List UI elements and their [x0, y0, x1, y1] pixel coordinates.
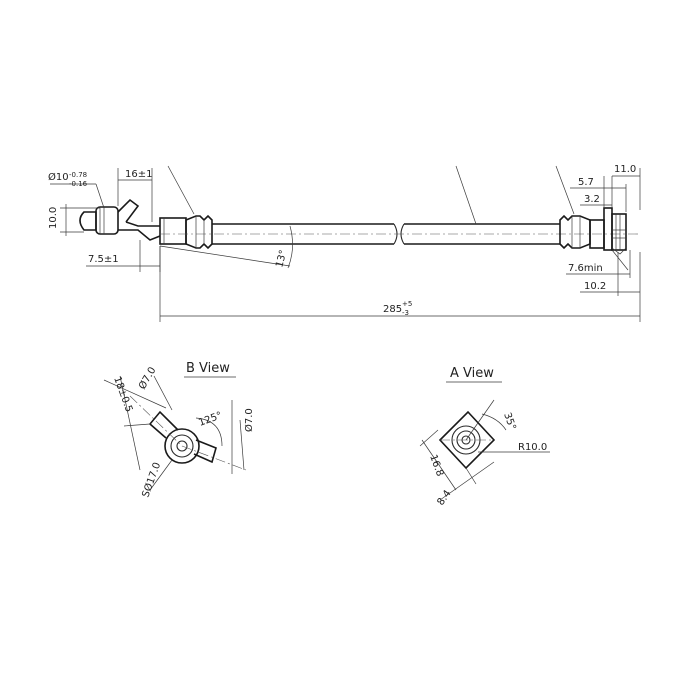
hose-side-view: Ø10 -0.78 -0.16 16±1 10.0 7.5±1 13°	[48, 164, 641, 322]
dim-width-7-6: 7.6min	[568, 263, 603, 274]
dim-diameter-10-upper: -0.78	[69, 171, 87, 179]
b-view: B View 18±0.5 Ø7.0 125° Ø7.0 SØ17.0	[103, 361, 255, 499]
b-dim-angle-125: 125°	[197, 410, 223, 429]
dim-total-upper: +5	[402, 300, 412, 308]
left-dimensions: Ø10 -0.78 -0.16 16±1 10.0 7.5±1 13°	[48, 168, 293, 272]
a-dim-width-8-4: 8.4	[435, 488, 453, 507]
b-view-title: B View	[186, 361, 230, 376]
dim-width-10-2: 10.2	[584, 281, 606, 292]
left-end-fitting	[79, 198, 187, 245]
dim-length-16: 16±1	[125, 169, 152, 180]
dim-angle-13: 13°	[274, 249, 289, 269]
dim-width-11: 11.0	[614, 164, 636, 175]
dim-total-285: 285	[383, 304, 402, 315]
right-end-fitting	[589, 207, 627, 255]
a-view: A View 35° R10.0 16.8 8.4	[419, 366, 550, 508]
left-ferrule	[185, 214, 213, 250]
hose-body	[160, 223, 640, 245]
dim-diameter-10: Ø10	[48, 171, 69, 183]
a-dim-height-16-8: 16.8	[427, 453, 445, 478]
dim-width-3-2: 3.2	[584, 194, 600, 205]
dim-total-lower: -3	[402, 309, 409, 317]
leader-middle	[455, 165, 477, 225]
right-ferrule	[559, 214, 591, 250]
b-dim-length-18: 18±0.5	[111, 375, 134, 414]
leader-right	[555, 165, 575, 215]
b-dim-sphere-17: SØ17.0	[140, 461, 164, 499]
right-dimensions: 11.0 5.7 3.2 7.6min 10.2	[566, 164, 641, 296]
a-view-title: A View	[450, 366, 494, 381]
overall-length-dimension: 285 +5 -3	[159, 246, 641, 322]
dim-height-10: 10.0	[48, 207, 59, 229]
a-dim-angle-35: 35°	[501, 411, 517, 431]
dim-width-5-7: 5.7	[578, 177, 594, 188]
a-dim-radius-10: R10.0	[518, 442, 547, 453]
leader-left	[167, 165, 195, 215]
b-dim-diameter-7-right: Ø7.0	[243, 408, 255, 432]
dim-length-7-5: 7.5±1	[88, 254, 119, 265]
dim-diameter-10-lower: -0.16	[69, 180, 88, 188]
